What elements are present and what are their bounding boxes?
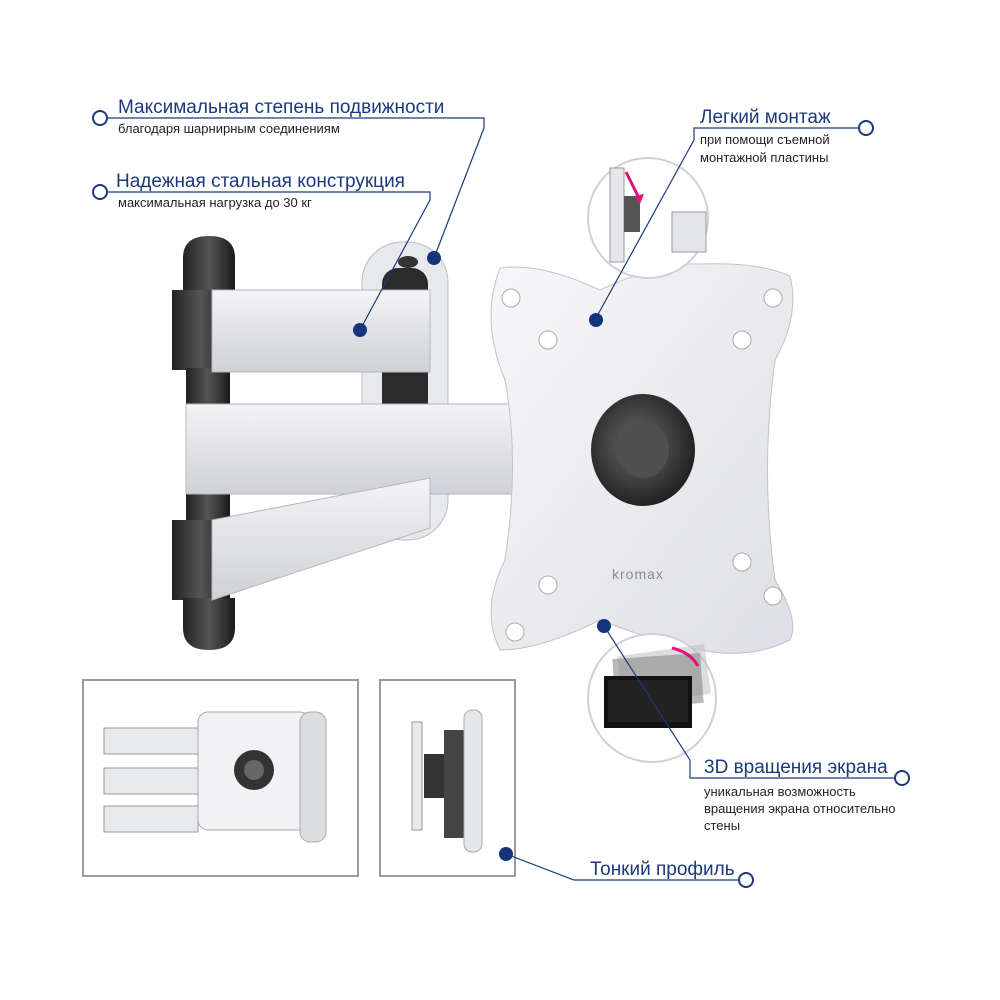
steel-subtitle: максимальная нагрузка до 30 кг (118, 195, 312, 210)
profile-title: Тонкий профиль (590, 859, 735, 880)
rotation-subtitle-3: стены (704, 818, 741, 833)
side-view-box (379, 679, 516, 877)
pink-arrow-icon (634, 194, 644, 204)
brand-logo: kromax (612, 566, 664, 582)
mobility-subtitle: благодаря шарнирным соединениям (118, 121, 340, 136)
callout-marker-icon (738, 872, 754, 888)
callout-marker-icon (92, 110, 108, 126)
mounting-title: Легкий монтаж (700, 107, 831, 128)
rotation-arrow-icon (671, 646, 700, 667)
rotation-subtitle-1: уникальная возможность (704, 784, 856, 799)
rotation-subtitle-2: вращения экрана относительно (704, 801, 896, 816)
swing-arms (185, 289, 521, 601)
point-dot-icon (427, 251, 441, 265)
steel-title: Надежная стальная конструкция (116, 171, 405, 192)
callout-marker-icon (858, 120, 874, 136)
mobility-title: Максимальная степень подвижности (118, 97, 445, 118)
callout-marker-icon (92, 184, 108, 200)
front-view-box (82, 679, 359, 877)
point-dot-icon (597, 619, 611, 633)
mounting-subtitle-2: монтажной пластины (700, 150, 829, 165)
rotation-title: 3D вращения экрана (704, 757, 888, 778)
mounting-subtitle-1: при помощи съемной (700, 132, 830, 147)
vesa-plate (490, 263, 794, 654)
point-dot-icon (589, 313, 603, 327)
callout-marker-icon (894, 770, 910, 786)
point-dot-icon (499, 847, 513, 861)
point-dot-icon (353, 323, 367, 337)
